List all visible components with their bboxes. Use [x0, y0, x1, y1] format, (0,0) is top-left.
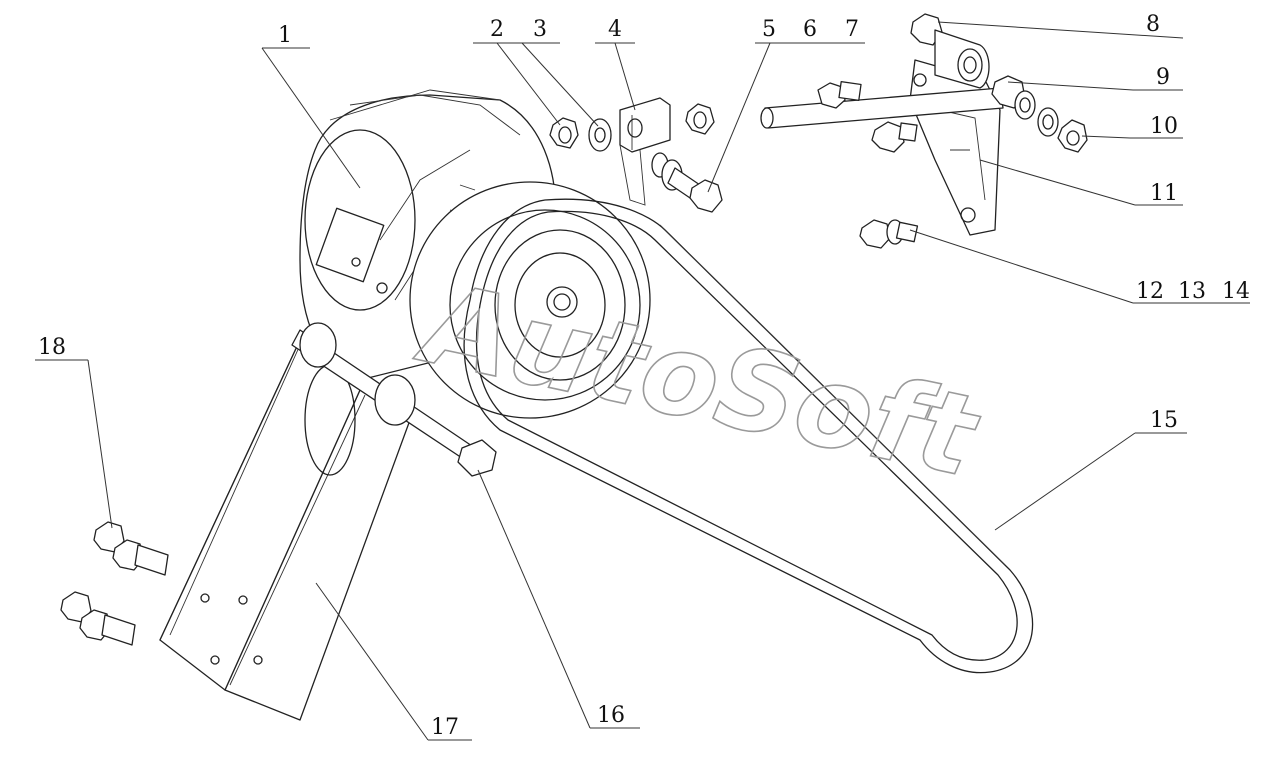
callout-17: 17 — [431, 715, 459, 740]
leader-lines — [35, 21, 1250, 741]
callout-5: 5 — [762, 17, 776, 42]
callout-9: 9 — [1156, 65, 1170, 90]
callout-12: 12 — [1136, 279, 1164, 304]
rod-bolts — [817, 81, 918, 153]
callout-15: 15 — [1150, 408, 1178, 433]
callout-labels: 1 2 3 4 5 6 7 8 9 10 11 12 13 14 15 16 1… — [38, 12, 1250, 740]
callout-10: 10 — [1150, 114, 1178, 139]
callout-3: 3 — [533, 17, 547, 42]
drive-belt-part-15 — [463, 198, 1034, 674]
nut-washer-parts-2-3 — [549, 117, 612, 152]
bolt-set-part-18 — [60, 521, 169, 646]
adjusting-bracket-part-4 — [619, 97, 715, 206]
callout-1: 1 — [278, 23, 292, 48]
callout-16: 16 — [597, 703, 625, 728]
callout-14: 14 — [1222, 279, 1250, 304]
callout-7: 7 — [845, 17, 859, 42]
bolt-washers-parts-12-13-14 — [859, 219, 919, 249]
watermark-text: AutoSoft — [407, 258, 990, 503]
callout-4: 4 — [608, 17, 622, 42]
callout-18: 18 — [38, 335, 66, 360]
callout-11: 11 — [1150, 181, 1178, 206]
callout-6: 6 — [803, 17, 817, 42]
callout-2: 2 — [490, 17, 504, 42]
long-bolt-part-16 — [291, 322, 497, 477]
nut-washers-part-10 — [1014, 90, 1088, 153]
alternator-pulley — [409, 181, 651, 419]
spacer-sleeve-part-8 — [910, 13, 990, 89]
callout-13: 13 — [1178, 279, 1206, 304]
bolt-washers-parts-5-6-7 — [651, 152, 723, 213]
callout-8: 8 — [1146, 12, 1160, 37]
upper-bracket-part-11 — [909, 59, 1001, 236]
